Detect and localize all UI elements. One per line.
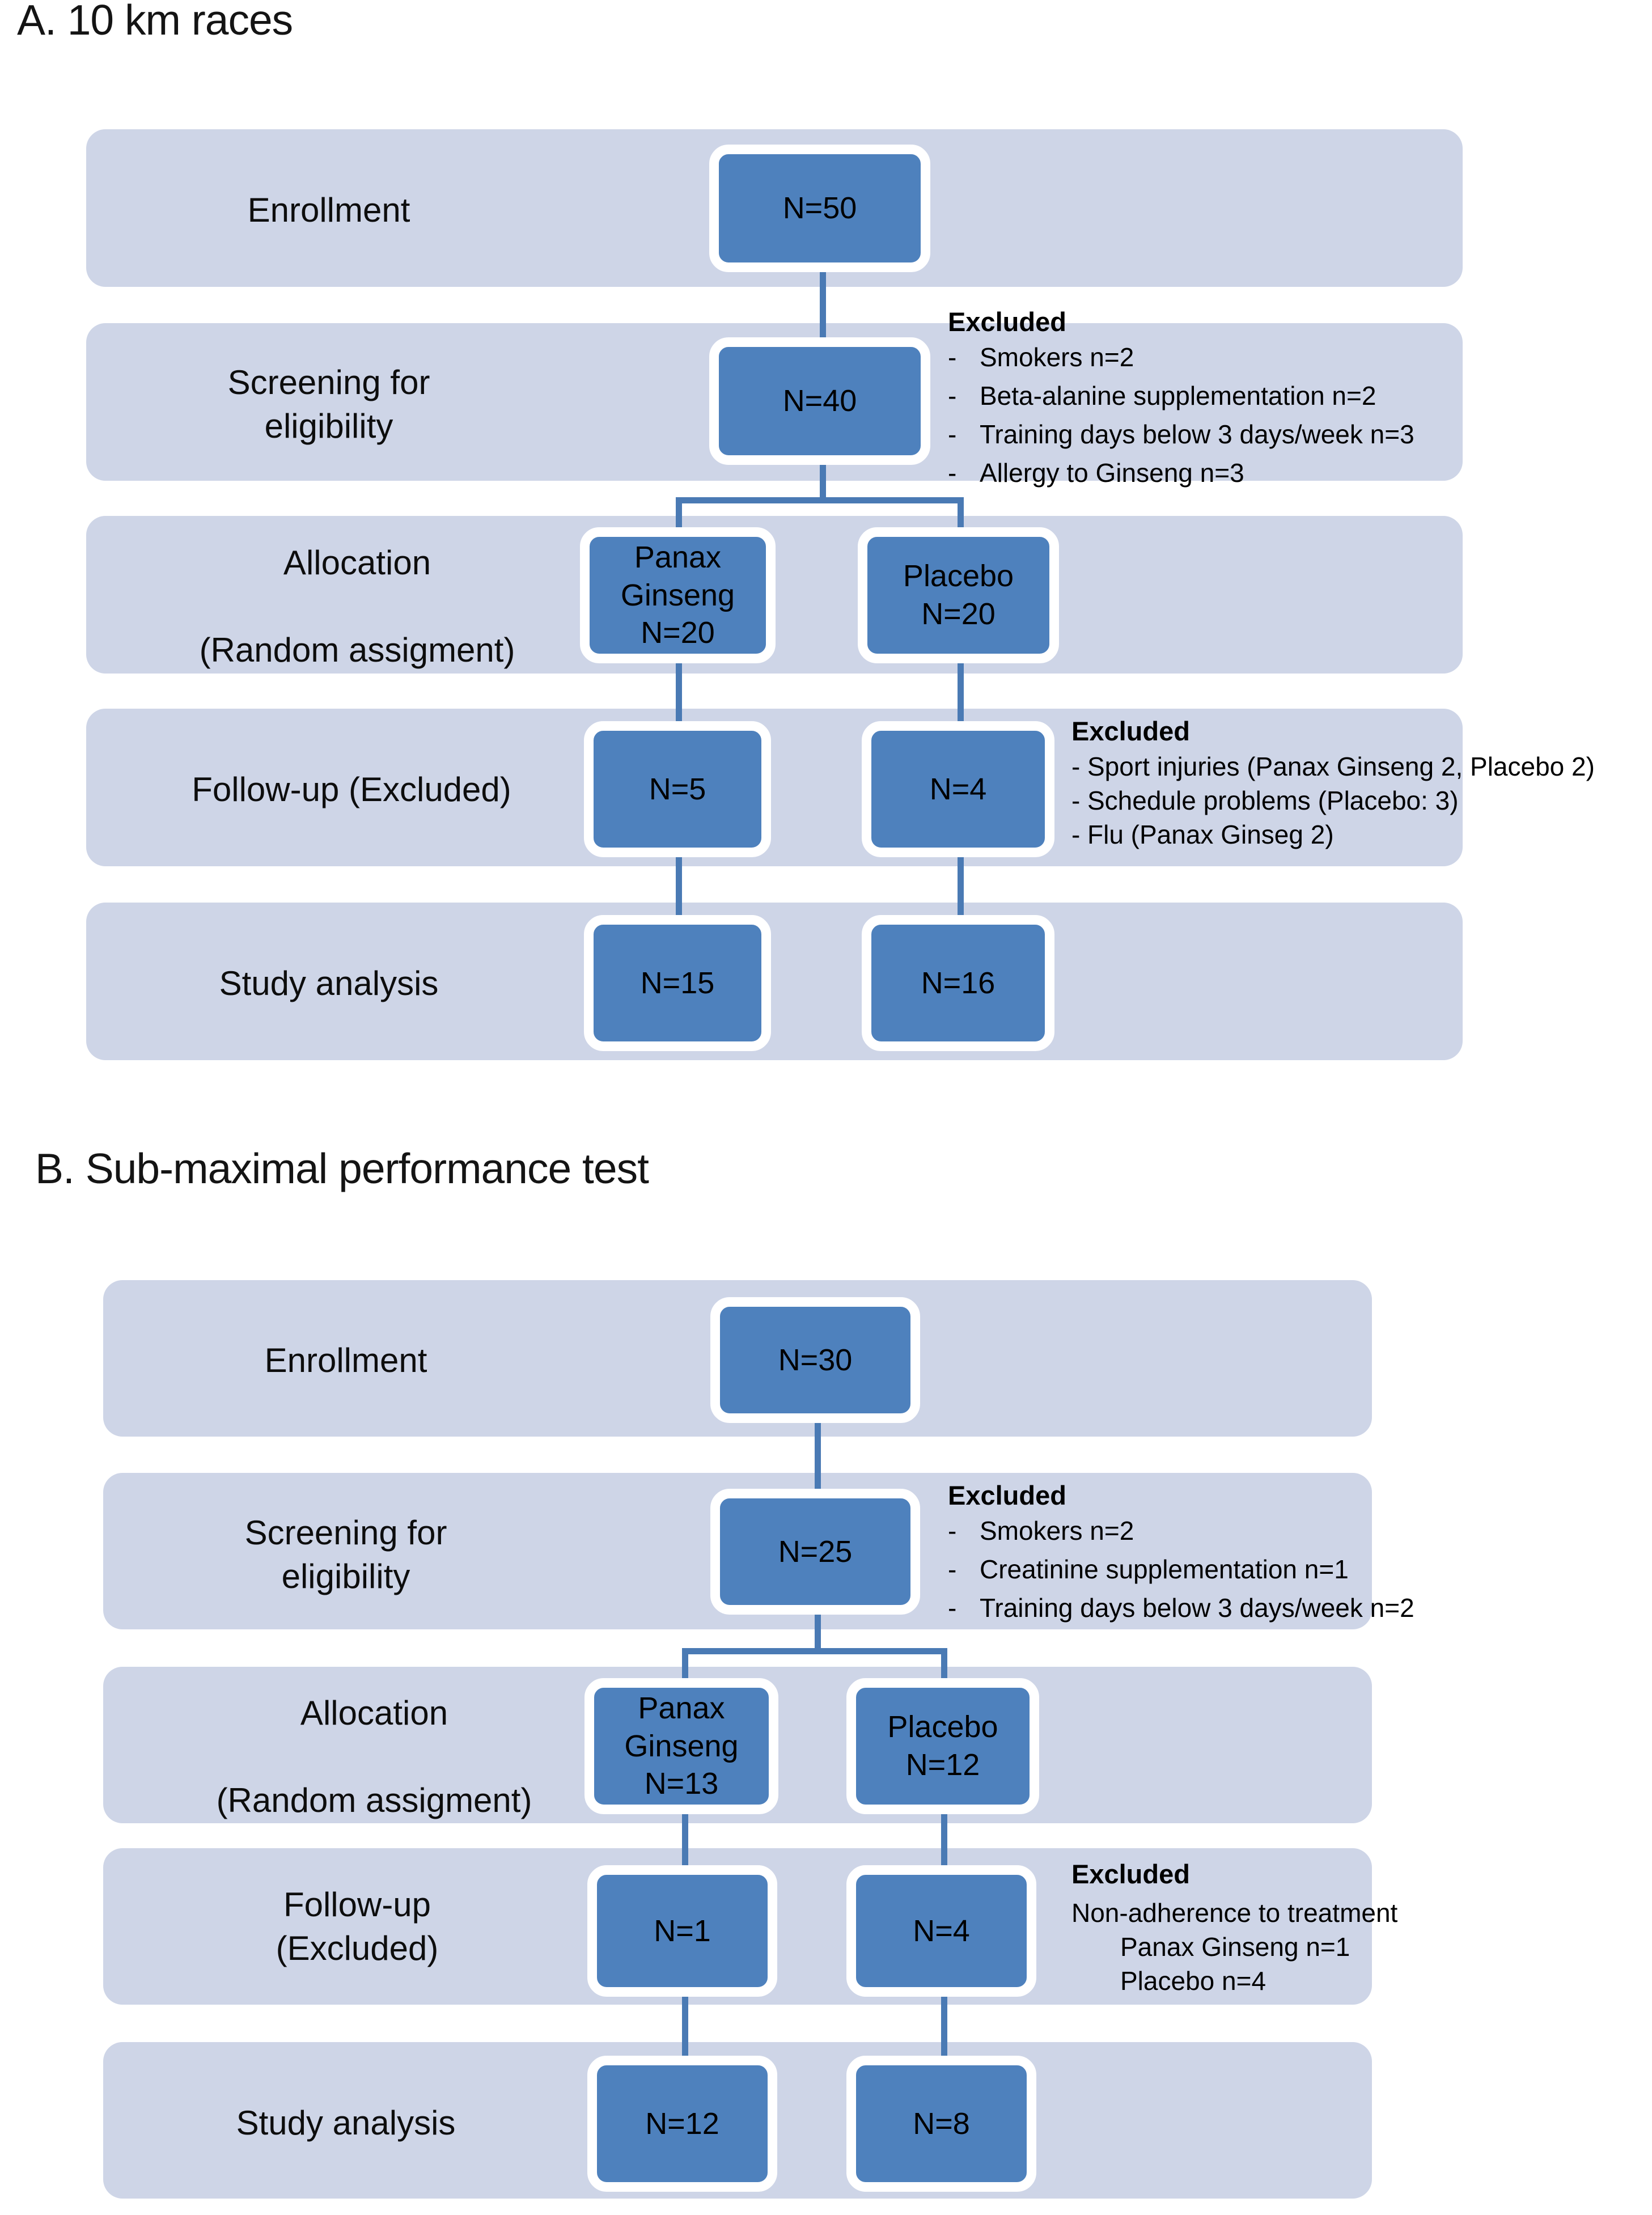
panel-a-connector-screening-down	[820, 465, 826, 499]
panel-a-connector-alloc-followup-right	[958, 658, 964, 727]
panel-a-node-analysis-placebo-text: N=16	[921, 965, 996, 1000]
panel-b-node-analysis-placebo[interactable]: N=8	[846, 2056, 1036, 2192]
panel-b-node-analysis-panax-ginseng[interactable]: N=12	[587, 2056, 777, 2192]
panel-b-node-followup-placebo-text: N=4	[913, 1913, 970, 1948]
panel-b-stage-label-followup: Follow-up (Excluded)	[276, 1886, 439, 1967]
panel-b-node-analysis-panax-ginseng-text: N=12	[645, 2106, 719, 2141]
panel-a-node-followup-panax-ginseng-text: N=5	[649, 772, 706, 806]
panel-b-stage-label-screening: Screening for eligibility	[244, 1514, 447, 1595]
panel-b-connector-split-right	[941, 1648, 947, 1689]
bullet-dash-icon: -	[948, 458, 957, 488]
panel-b-excluded-followup: Excluded Non-adherence to treatment Pana…	[1071, 1858, 1397, 1998]
panel-b-node-enrollment-text: N=30	[778, 1342, 853, 1377]
panel-b-connector-split-bar	[682, 1648, 947, 1654]
panel-b-connector-alloc-followup-right	[941, 1809, 947, 1877]
list-item: -Training days below 3 days/week n=2	[948, 1593, 1414, 1623]
panel-b-stage-label-enrollment: Enrollment	[264, 1341, 427, 1379]
panel-b-node-analysis-placebo-text: N=8	[913, 2106, 970, 2141]
panel-b-connector-alloc-followup-left	[682, 1809, 688, 1877]
panel-a-node-analysis-panax-ginseng[interactable]: N=15	[584, 915, 771, 1051]
panel-a-node-enrollment[interactable]: N=50	[709, 145, 930, 272]
panel-b-connector-followup-analysis-right	[941, 1990, 947, 2058]
panel-a-node-analysis-panax-ginseng-text: N=15	[640, 965, 715, 1000]
panel-a-node-screening[interactable]: N=40	[709, 337, 930, 465]
panel-a-excluded-followup-title: Excluded	[1071, 716, 1190, 746]
panel-a-connector-followup-analysis-left	[676, 850, 682, 920]
list-item: -Allergy to Ginseng n=3	[948, 458, 1244, 488]
list-item: -Flu (Panax Ginseg 2)	[1071, 820, 1334, 850]
panel-a-stage-label-enrollment: Enrollment	[247, 191, 410, 229]
panel-a-connector-split-bar	[676, 497, 964, 503]
bullet-dash-icon: -	[948, 1516, 957, 1546]
bullet-dash-icon: -	[948, 381, 957, 411]
panel-b-excluded-followup-line2: Panax Ginseng n=1	[1120, 1932, 1350, 1962]
bullet-dash-icon: -	[948, 342, 957, 372]
panel-b-node-followup-placebo[interactable]: N=4	[846, 1865, 1036, 1997]
list-item: -Creatinine supplementation n=1	[948, 1555, 1349, 1585]
panel-b-node-followup-panax-ginseng[interactable]: N=1	[587, 1865, 777, 1997]
list-item: -Sport injuries (Panax Ginseng 2, Placeb…	[1071, 752, 1595, 782]
panel-a-connector-split-right	[958, 497, 964, 537]
panel-a-band-analysis	[86, 903, 1463, 1060]
panel-a-node-enrollment-text: N=50	[782, 191, 857, 226]
panel-b-excluded-screening-title: Excluded	[948, 1480, 1066, 1510]
panel-b-node-screening[interactable]: N=25	[710, 1489, 920, 1615]
panel-a-node-followup-placebo-text: N=4	[929, 772, 987, 806]
panel-a-stage-label-followup: Follow-up (Excluded)	[192, 770, 511, 808]
panel-a-connector-alloc-followup-left	[676, 658, 682, 727]
list-item: -Smokers n=2	[948, 1516, 1134, 1546]
panel-a-excluded-screening: Excluded -Smokers n=2 -Beta-alanine supp…	[948, 306, 1414, 498]
bullet-dash-icon: -	[948, 420, 957, 450]
list-item: -Schedule problems (Placebo: 3)	[1071, 786, 1459, 816]
panel-b-excluded-screening: Excluded -Smokers n=2 -Creatinine supple…	[948, 1480, 1414, 1633]
panel-a-stage-label-allocation: Allocation (Random assigment)	[199, 544, 515, 669]
panel-b-excluded-followup-line3: Placebo n=4	[1120, 1966, 1266, 1996]
panel-a-excluded-followup: Excluded -Sport injuries (Panax Ginseng …	[1071, 715, 1595, 855]
bullet-dash-icon: -	[1071, 786, 1081, 816]
panel-a-node-screening-text: N=40	[782, 384, 857, 418]
panel-b-stage-label-allocation: Allocation (Random assigment)	[216, 1694, 532, 1819]
panel-b-connector-screening-down	[815, 1615, 821, 1650]
list-item: -Training days below 3 days/week n=3	[948, 420, 1414, 450]
panel-b-excluded-followup-title: Excluded	[1071, 1859, 1190, 1889]
panel-a-excluded-screening-list: -Smokers n=2 -Beta-alanine supplementati…	[948, 344, 1414, 486]
panel-a-node-followup-panax-ginseng[interactable]: N=5	[584, 721, 771, 857]
panel-a-title: A. 10 km races	[17, 0, 293, 44]
panel-b-connector-enrollment-screening	[815, 1423, 821, 1491]
panel-a-node-allocation-panax-ginseng-text: Panax Ginseng N=20	[620, 540, 735, 650]
panel-a-stage-label-screening: Screening for eligibility	[227, 363, 430, 445]
panel-a-connector-followup-analysis-right	[958, 850, 964, 920]
bullet-dash-icon: -	[948, 1593, 957, 1623]
panel-b-title: B. Sub-maximal performance test	[35, 1145, 649, 1192]
panel-b-excluded-followup-line1: Non-adherence to treatment	[1071, 1898, 1398, 1928]
panel-a-node-allocation-placebo-text: Placebo N=20	[903, 559, 1014, 631]
panel-a-band-followup	[86, 709, 1463, 866]
bullet-dash-icon: -	[948, 1555, 957, 1585]
list-item: -Smokers n=2	[948, 342, 1134, 372]
panel-a-excluded-screening-title: Excluded	[948, 307, 1066, 337]
panel-b-stage-label-analysis: Study analysis	[236, 2104, 456, 2142]
panel-a-excluded-followup-list: -Sport injuries (Panax Ginseng 2, Placeb…	[1071, 753, 1595, 848]
panel-a-connector-split-left	[676, 497, 682, 537]
panel-a-stage-label-analysis: Study analysis	[219, 964, 439, 1002]
panel-a-node-followup-placebo[interactable]: N=4	[862, 721, 1054, 857]
panel-b-node-allocation-placebo[interactable]: Placebo N=12	[846, 1678, 1039, 1814]
bullet-dash-icon: -	[1071, 752, 1081, 782]
panel-b-node-enrollment[interactable]: N=30	[710, 1297, 920, 1423]
panel-a-node-allocation-panax-ginseng[interactable]: Panax Ginseng N=20	[580, 527, 776, 663]
panel-a-node-allocation-placebo[interactable]: Placebo N=20	[858, 527, 1059, 663]
panel-b-node-screening-text: N=25	[778, 1534, 853, 1569]
panel-b-node-allocation-panax-ginseng[interactable]: Panax Ginseng N=13	[584, 1678, 778, 1814]
bullet-dash-icon: -	[1071, 820, 1081, 850]
panel-b-excluded-screening-list: -Smokers n=2 -Creatinine supplementation…	[948, 1518, 1414, 1621]
panel-b-node-allocation-panax-ginseng-text: Panax Ginseng N=13	[624, 1691, 739, 1801]
panel-a-node-analysis-placebo[interactable]: N=16	[862, 915, 1054, 1051]
list-item: -Beta-alanine supplementation n=2	[948, 381, 1376, 411]
panel-b-connector-followup-analysis-left	[682, 1990, 688, 2058]
panel-b-connector-split-left	[682, 1648, 688, 1689]
panel-b-node-followup-panax-ginseng-text: N=1	[654, 1913, 711, 1948]
panel-a-connector-enrollment-screening	[820, 272, 826, 340]
panel-b-node-allocation-placebo-text: Placebo N=12	[887, 1710, 998, 1782]
